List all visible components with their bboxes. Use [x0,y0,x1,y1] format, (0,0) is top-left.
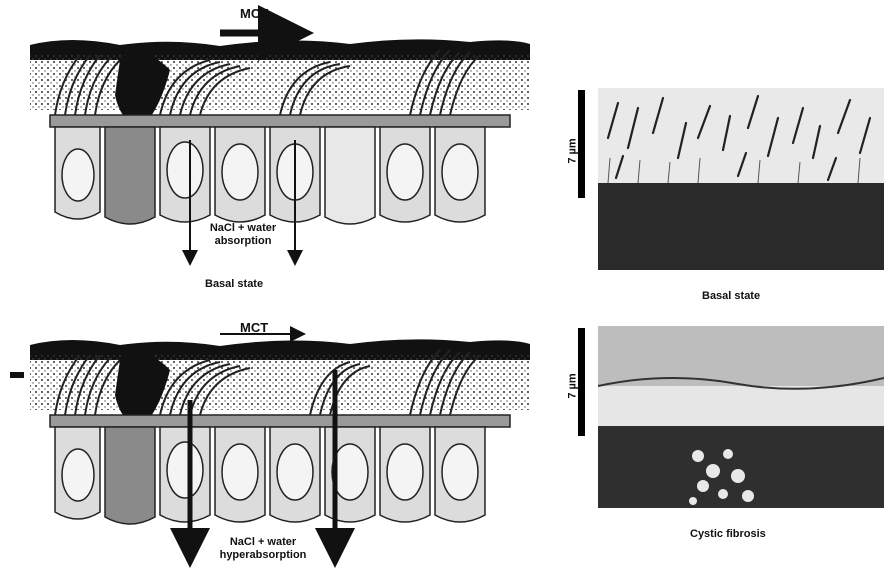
top-absorption-line1: NaCl + water [193,222,293,235]
top-micrograph-caption: Basal state [702,290,760,302]
bottom-micrograph-image [598,326,884,508]
top-epithelium-illustration [10,0,540,300]
top-epithelium-diagram: MCT NaCl + water absorption Basal state [10,0,540,300]
bottom-epithelium-diagram: MCT NaCl + water hyperabsorption [10,300,540,568]
bottom-scale-bar [578,328,585,436]
top-absorption-line2: absorption [193,235,293,248]
bottom-micrograph-texture [598,326,884,508]
top-micrograph-texture [598,88,884,270]
bottom-absorption-label: NaCl + water hyperabsorption [188,536,338,562]
bottom-absorption-line1: NaCl + water [188,536,338,549]
top-mct-label: MCT [240,6,268,21]
bottom-epithelium-illustration [10,300,540,568]
top-scale-label: 7 µm [567,138,579,163]
top-micrograph-image [598,88,884,270]
top-diagram-caption: Basal state [205,278,263,290]
top-scale-bar [578,90,585,198]
bottom-scale-label: 7 µm [567,373,579,398]
bottom-mct-label: MCT [240,320,268,335]
bottom-absorption-line2: hyperabsorption [188,549,338,562]
top-absorption-label: NaCl + water absorption [193,222,293,248]
bottom-micrograph-caption: Cystic fibrosis [690,528,766,540]
